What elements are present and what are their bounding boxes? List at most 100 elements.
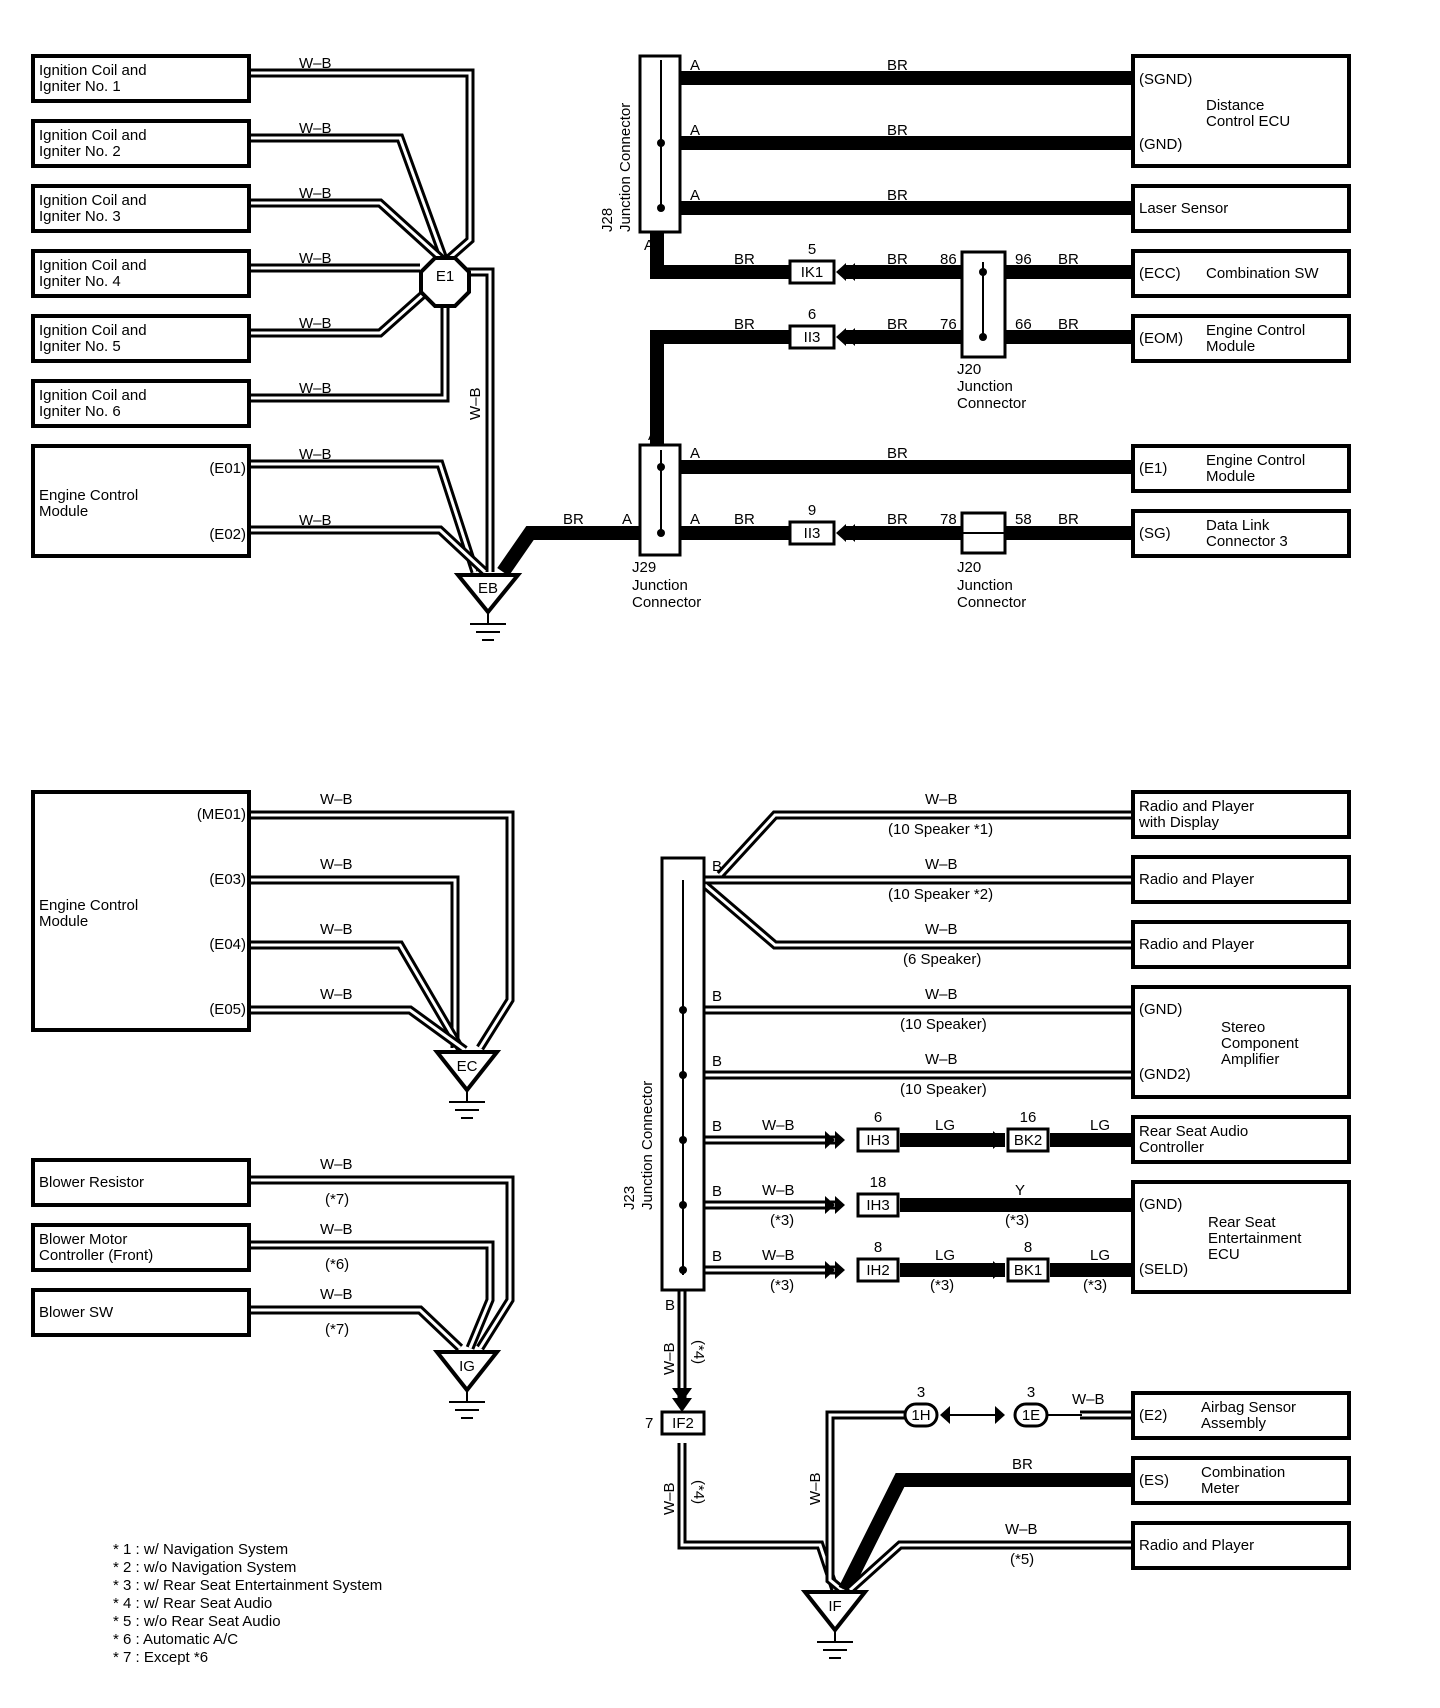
device-label: Radio and Player: [1139, 1537, 1254, 1554]
connector-ii3-b: II3 9: [788, 502, 855, 546]
connector-pin: 9: [808, 502, 816, 519]
device-label: ECU: [1208, 1246, 1240, 1263]
connector-pin: 3: [917, 1384, 925, 1401]
connector-1e: 1E 3: [1013, 1384, 1082, 1428]
radio-player-box-2: Radio and Player: [1131, 920, 1351, 969]
device-label: Airbag Sensor: [1201, 1399, 1296, 1416]
blower-ig-ground-section: Blower Resistor Blower Motor Controller …: [31, 1156, 515, 1419]
connector-pin: 8: [874, 1239, 882, 1256]
pin-label: 96: [1015, 251, 1032, 268]
pin-label: (GND): [1139, 136, 1182, 153]
wire-color-label: BR: [887, 251, 908, 268]
ignition-coil-4-box: Ignition Coil and Igniter No. 4: [31, 249, 251, 298]
pin-label: (E02): [209, 526, 246, 543]
br-wire-labels: BR BR BR BR BR BR BR BR BR BR BR BR BR B…: [563, 57, 1079, 528]
connector-label: Junction Connector: [639, 1081, 656, 1210]
wire-color-label: W–B: [299, 315, 332, 332]
connector-if2: IF2 7: [645, 1410, 706, 1436]
device-label: Engine Control: [1206, 322, 1305, 339]
device-label: Ignition Coil and: [39, 62, 147, 79]
wire-color-label: W–B: [320, 856, 353, 873]
connector-ii3-a: II3 6: [788, 306, 855, 350]
wire-color-label: LG: [935, 1247, 955, 1264]
rear-seat-entertainment-ecu-box: (GND) (SELD) Rear Seat Entertainment ECU: [1131, 1180, 1351, 1294]
wire-color-label: BR: [563, 511, 584, 528]
device-label: Engine Control: [1206, 452, 1305, 469]
ground-label: IG: [459, 1358, 475, 1375]
pin-label: B: [665, 1297, 675, 1314]
pin-label: 58: [1015, 511, 1032, 528]
legend-item: * 7 : Except *6: [113, 1649, 208, 1666]
blower-motor-controller-box: Blower Motor Controller (Front): [31, 1223, 251, 1272]
pin-label: A: [690, 122, 700, 139]
pin-label: (GND2): [1139, 1066, 1191, 1083]
device-label: Ignition Coil and: [39, 127, 147, 144]
wire-color-label: BR: [734, 511, 755, 528]
wire-color-label: W–B: [320, 921, 353, 938]
option-note: (*5): [1010, 1551, 1034, 1568]
device-label: Blower SW: [39, 1304, 114, 1321]
connector-label: Connector: [632, 594, 701, 611]
radio-player-box-3: Radio and Player: [1131, 1521, 1351, 1570]
connector-label: J20: [957, 361, 981, 378]
connector-pin: 18: [870, 1174, 887, 1191]
wire-color-label: W–B: [320, 1221, 353, 1238]
pin-label: A: [644, 237, 654, 254]
br-ground-section: Junction Connector J28 A A A A J29 Junct…: [497, 54, 1351, 611]
ground-ig: IG: [432, 1350, 502, 1419]
option-note: (*4): [690, 1340, 707, 1364]
device-label: Radio and Player: [1139, 871, 1254, 888]
device-label: Module: [1206, 338, 1255, 355]
device-label: Engine Control: [39, 487, 138, 504]
option-note: (10 Speaker): [900, 1081, 987, 1098]
wire-color-label: W–B: [762, 1117, 795, 1134]
device-label: Igniter No. 2: [39, 143, 121, 160]
device-label: Rear Seat Audio: [1139, 1123, 1248, 1140]
option-note: (*7): [325, 1191, 349, 1208]
connector-label: Junction: [957, 577, 1013, 594]
device-label: Blower Resistor: [39, 1174, 144, 1191]
junction-e1: E1: [419, 256, 471, 308]
pin-label: (ECC): [1139, 265, 1181, 282]
pin-label: A: [690, 187, 700, 204]
wire-color-label: W–B: [1072, 1391, 1105, 1408]
legend-item: * 4 : w/ Rear Seat Audio: [113, 1595, 272, 1612]
connector-id: II3: [804, 329, 821, 346]
connector-bk1: BK1 8: [993, 1239, 1050, 1283]
legend-item: * 3 : w/ Rear Seat Entertainment System: [113, 1577, 382, 1594]
connector-id: IH3: [866, 1132, 889, 1149]
wire-color-label: W–B: [299, 120, 332, 137]
device-label: Entertainment: [1208, 1230, 1302, 1247]
pin-label: B: [712, 858, 722, 875]
pin-label: (E03): [209, 871, 246, 888]
blower-resistor-box: Blower Resistor: [31, 1158, 251, 1207]
connector-label: Junction Connector: [617, 103, 634, 232]
distance-control-ecu-box: (SGND) (GND) Distance Control ECU: [1131, 54, 1351, 168]
device-label: Ignition Coil and: [39, 387, 147, 404]
device-label: Stereo: [1221, 1019, 1265, 1036]
wire-color-label: W–B: [762, 1182, 795, 1199]
device-label: Radio and Player: [1139, 798, 1254, 815]
device-label: Igniter No. 1: [39, 78, 121, 95]
ground-label: IF: [828, 1598, 841, 1615]
device-label: with Display: [1138, 814, 1220, 831]
device-label: Meter: [1201, 1480, 1239, 1497]
pin-label: (E04): [209, 936, 246, 953]
radio-player-box-1: Radio and Player: [1131, 855, 1351, 904]
device-label: Ignition Coil and: [39, 192, 147, 209]
option-note: (10 Speaker *2): [888, 886, 993, 903]
wire-color-label: BR: [887, 445, 908, 462]
connector-bk2: BK2 16: [993, 1109, 1050, 1153]
connector-pin: 16: [1020, 1109, 1037, 1126]
wire-color-label: W–B: [762, 1247, 795, 1264]
pin-label: A: [690, 57, 700, 74]
pin-label: 86: [940, 251, 957, 268]
wire-color-label: BR: [887, 57, 908, 74]
rear-seat-audio-controller-box: Rear Seat Audio Controller: [1131, 1115, 1351, 1164]
device-label: Connector 3: [1206, 533, 1288, 550]
wire-color-label: BR: [734, 251, 755, 268]
connector-label: J29: [632, 559, 656, 576]
device-label: Igniter No. 6: [39, 403, 121, 420]
connector-id: 1H: [911, 1407, 930, 1424]
footnote-legend: * 1 : w/ Navigation System * 2 : w/o Nav…: [113, 1541, 382, 1666]
